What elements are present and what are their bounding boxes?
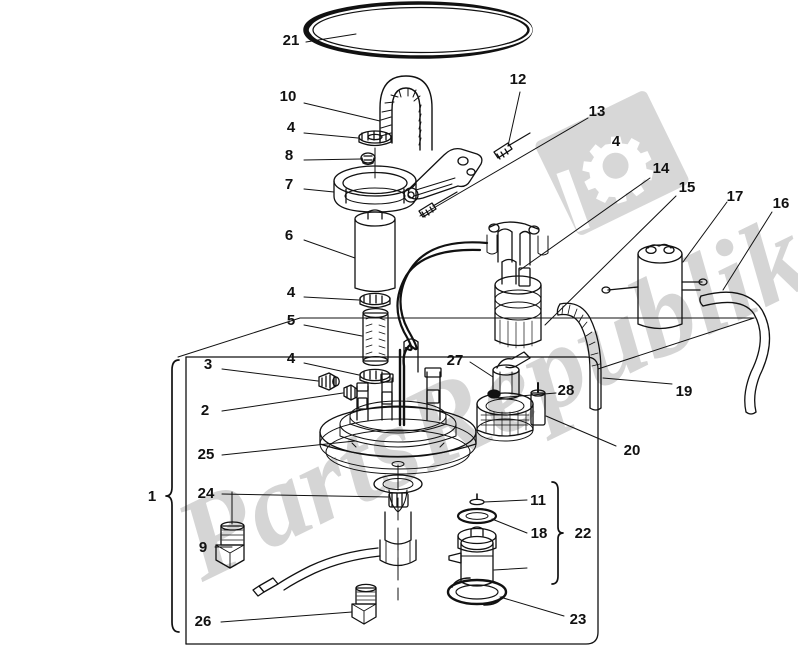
- callout-13: 13: [589, 103, 606, 120]
- part-hose-clamp-upper: [358, 130, 392, 147]
- callout-1: 1: [148, 488, 156, 505]
- part-hose-clamp-mid: [359, 292, 391, 309]
- part-fuel-line-16: [699, 291, 771, 415]
- part-inline-filter: [601, 243, 708, 330]
- callout-24: 24: [198, 485, 215, 502]
- part-strainer-assembly: [476, 382, 546, 442]
- callout-26: 26: [195, 613, 212, 630]
- part-screw-12: [493, 132, 531, 160]
- callout-15: 15: [679, 179, 696, 196]
- callout-6: 6: [285, 227, 293, 244]
- callout-5: 5: [287, 312, 295, 329]
- callout-20: 20: [624, 442, 641, 459]
- callout-25: 25: [198, 446, 215, 463]
- callout-9: 9: [199, 539, 207, 556]
- part-o-ring-18: [456, 507, 498, 525]
- callout-4-c: 4: [287, 350, 296, 367]
- callout-2: 2: [201, 402, 209, 419]
- part-fuel-filter: [354, 209, 396, 293]
- callout-11: 11: [530, 492, 546, 509]
- part-fuel-pump: [486, 221, 549, 349]
- part-washer-11: [469, 493, 485, 506]
- callout-14: 14: [653, 160, 670, 177]
- callout-23: 23: [570, 611, 587, 628]
- part-o-ring-large: [303, 1, 533, 59]
- gear-icon: [571, 125, 664, 215]
- callout-27: 27: [447, 352, 464, 369]
- callout-4-a: 4: [287, 119, 296, 136]
- part-elbow-fitting-9: [215, 521, 245, 569]
- part-pressure-regulator: [448, 526, 497, 587]
- part-retaining-ring: [446, 577, 508, 606]
- callout-28: 28: [558, 382, 575, 399]
- perspective-guides: [177, 317, 755, 370]
- part-fuel-hose: [379, 75, 433, 151]
- callout-4-d: 4: [612, 133, 621, 150]
- callout-17: 17: [727, 188, 744, 205]
- bracket-group-22: [551, 481, 564, 585]
- part-screw-8: [360, 152, 376, 166]
- part-wire-harness: [396, 241, 489, 352]
- part-pump-internals: [356, 338, 442, 427]
- callout-21: 21: [283, 32, 300, 49]
- part-fitting-3: [318, 372, 340, 391]
- part-nut-2: [343, 384, 358, 401]
- callout-10: 10: [280, 88, 297, 105]
- part-hose-lower: [252, 547, 381, 597]
- callout-16: 16: [773, 195, 790, 212]
- part-bracket-arm: [403, 147, 483, 203]
- part-flange-plate: [319, 400, 477, 475]
- part-filter-holder-ring: [333, 147, 417, 213]
- callout-12: 12: [510, 71, 527, 88]
- callout-4-b: 4: [287, 284, 296, 301]
- callout-8: 8: [285, 147, 293, 164]
- bracket-group-1: [165, 359, 180, 633]
- callout-labels: 21 10 4 8 7 6 4 5 4 3 2 1 25 24 9 26 12 …: [148, 32, 790, 630]
- callout-7: 7: [285, 176, 293, 193]
- callout-18: 18: [531, 525, 548, 542]
- region-outline: [185, 356, 599, 645]
- part-hose-clamp-lower: [359, 368, 391, 385]
- watermark-gear-logo: [535, 91, 689, 235]
- callout-3: 3: [204, 356, 212, 373]
- callout-22: 22: [575, 525, 592, 542]
- part-elbow-fitting-26: [351, 583, 377, 625]
- callout-19: 19: [676, 383, 693, 400]
